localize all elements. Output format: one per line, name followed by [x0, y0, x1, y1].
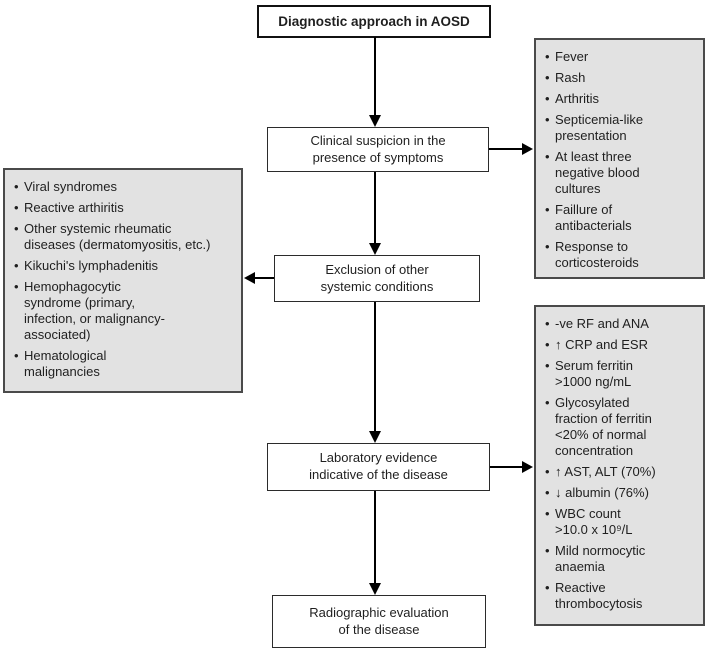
list-item: Hematological malignancies — [14, 348, 236, 380]
connector-line-vertical-1 — [374, 37, 376, 117]
arrow-down-icon-3 — [369, 431, 381, 443]
list-item: -ve RF and ANA — [545, 316, 698, 332]
list-item: WBC count >10.0 x 10⁹/L — [545, 506, 698, 538]
arrow-left-icon — [244, 272, 255, 284]
lab-findings-list: -ve RF and ANA ↑ CRP and ESR Serum ferriti… — [536, 307, 703, 623]
connector-line-vertical-4 — [374, 491, 376, 585]
arrow-right-icon-2 — [522, 461, 533, 473]
symptoms-list: FeverRashArthritisSepticemia-like presen… — [536, 40, 703, 277]
connector-line-horizontal-1 — [489, 148, 522, 150]
list-item: Rash — [545, 70, 698, 86]
flow-node-exclusion: Exclusion of other systemic conditions — [274, 255, 480, 302]
list-item: Reactive thrombocytosis — [545, 580, 698, 612]
flow-node-laboratory-evidence: Laboratory evidence indicative of the di… — [267, 443, 490, 491]
flow-node-radiographic-evaluation: Radiographic evaluation of the disease — [272, 595, 486, 648]
connector-line-vertical-3 — [374, 302, 376, 433]
panel-differential-diagnoses: Viral syndromesReactive arthiritisOther … — [3, 168, 243, 393]
list-item: Septicemia-like presentation — [545, 112, 698, 144]
list-item: ↑ CRP and ESR — [545, 337, 698, 353]
list-item: ↑ AST, ALT (70%) — [545, 464, 698, 480]
flow-node-clinical-suspicion: Clinical suspicion in the presence of sy… — [267, 127, 489, 172]
arrow-down-icon-1 — [369, 115, 381, 127]
panel-lab-findings: -ve RF and ANA ↑ CRP and ESR Serum ferriti… — [534, 305, 705, 626]
arrow-down-icon-2 — [369, 243, 381, 255]
list-item: Viral syndromes — [14, 179, 236, 195]
list-item: Other systemic rheumatic diseases (derma… — [14, 221, 236, 253]
list-item: Hemophagocytic syndrome (primary, infect… — [14, 279, 236, 343]
list-item: Serum ferritin >1000 ng/mL — [545, 358, 698, 390]
list-item: At least three negative blood cultures — [545, 149, 698, 197]
connector-line-horizontal-2 — [255, 277, 274, 279]
list-item: ↓ albumin (76%) — [545, 485, 698, 501]
list-item: Faillure of antibacterials — [545, 202, 698, 234]
list-item: Reactive arthiritis — [14, 200, 236, 216]
list-item: Kikuchi's lymphadenitis — [14, 258, 236, 274]
arrow-right-icon-1 — [522, 143, 533, 155]
connector-line-horizontal-3 — [490, 466, 522, 468]
list-item: Glycosylated fraction of ferritin <20% o… — [545, 395, 698, 459]
differentials-list: Viral syndromesReactive arthiritisOther … — [5, 170, 241, 391]
list-item: Mild normocytic anaemia — [545, 543, 698, 575]
list-item: Arthritis — [545, 91, 698, 107]
connector-line-vertical-2 — [374, 172, 376, 245]
flow-node-title: Diagnostic approach in AOSD — [257, 5, 491, 38]
list-item: Response to corticosteroids — [545, 239, 698, 271]
arrow-down-icon-4 — [369, 583, 381, 595]
list-item: Fever — [545, 49, 698, 65]
panel-clinical-symptoms: FeverRashArthritisSepticemia-like presen… — [534, 38, 705, 279]
